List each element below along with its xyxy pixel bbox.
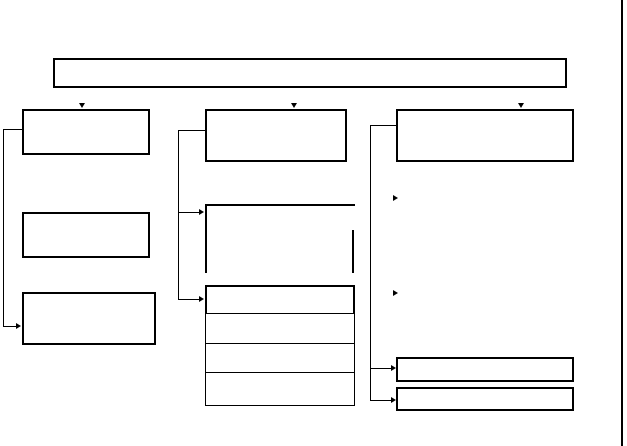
column-1-connector-bottom (3, 326, 17, 327)
column-3-connector-top (370, 125, 396, 126)
column-2-right-arrow-1 (199, 209, 204, 215)
column-1-connector-top (3, 129, 22, 130)
column-2-right-arrow-2 (199, 296, 204, 302)
column-1-down-arrow (79, 103, 85, 108)
column-2-child-box-4 (205, 343, 355, 373)
column-3-header-box (396, 109, 574, 162)
column-3-connector-bottom (370, 400, 392, 401)
column-3-bullet-arrow-1 (393, 195, 398, 201)
column-2-connector-bottom (178, 299, 200, 300)
column-1-right-arrow (16, 323, 21, 329)
column-3-down-arrow (518, 103, 524, 108)
column-2-child-box-1 (205, 204, 355, 273)
column-2-connector-mid (178, 212, 200, 213)
column-3-connector-vertical (370, 125, 371, 401)
column-2-child-1-top-edge (205, 204, 355, 206)
column-3-bullet-arrow-2 (393, 290, 398, 296)
column-1-connector-vertical (3, 129, 4, 327)
column-2-child-1-right-edge (352, 230, 354, 273)
column-2-child-box-3 (205, 314, 355, 344)
column-2-child-box-5 (205, 372, 355, 406)
column-2-connector-top (178, 130, 205, 131)
column-2-child-box-2 (205, 285, 355, 315)
page-edge-line (621, 0, 623, 446)
column-3-child-box-1 (396, 357, 574, 382)
column-2-header-box (205, 109, 347, 162)
top-box (53, 58, 567, 88)
column-3-connector-mid (370, 368, 392, 369)
column-2-down-arrow (291, 103, 297, 108)
column-1-child-box-1 (22, 212, 150, 258)
column-3-right-arrow-2 (391, 397, 396, 403)
column-3-right-arrow-1 (391, 365, 396, 371)
column-3-child-box-2 (396, 387, 574, 411)
column-1-header-box (22, 109, 150, 155)
column-2-child-1-left-edge (205, 204, 207, 273)
column-1-child-box-2 (22, 292, 156, 345)
column-2-connector-vertical (178, 130, 179, 300)
